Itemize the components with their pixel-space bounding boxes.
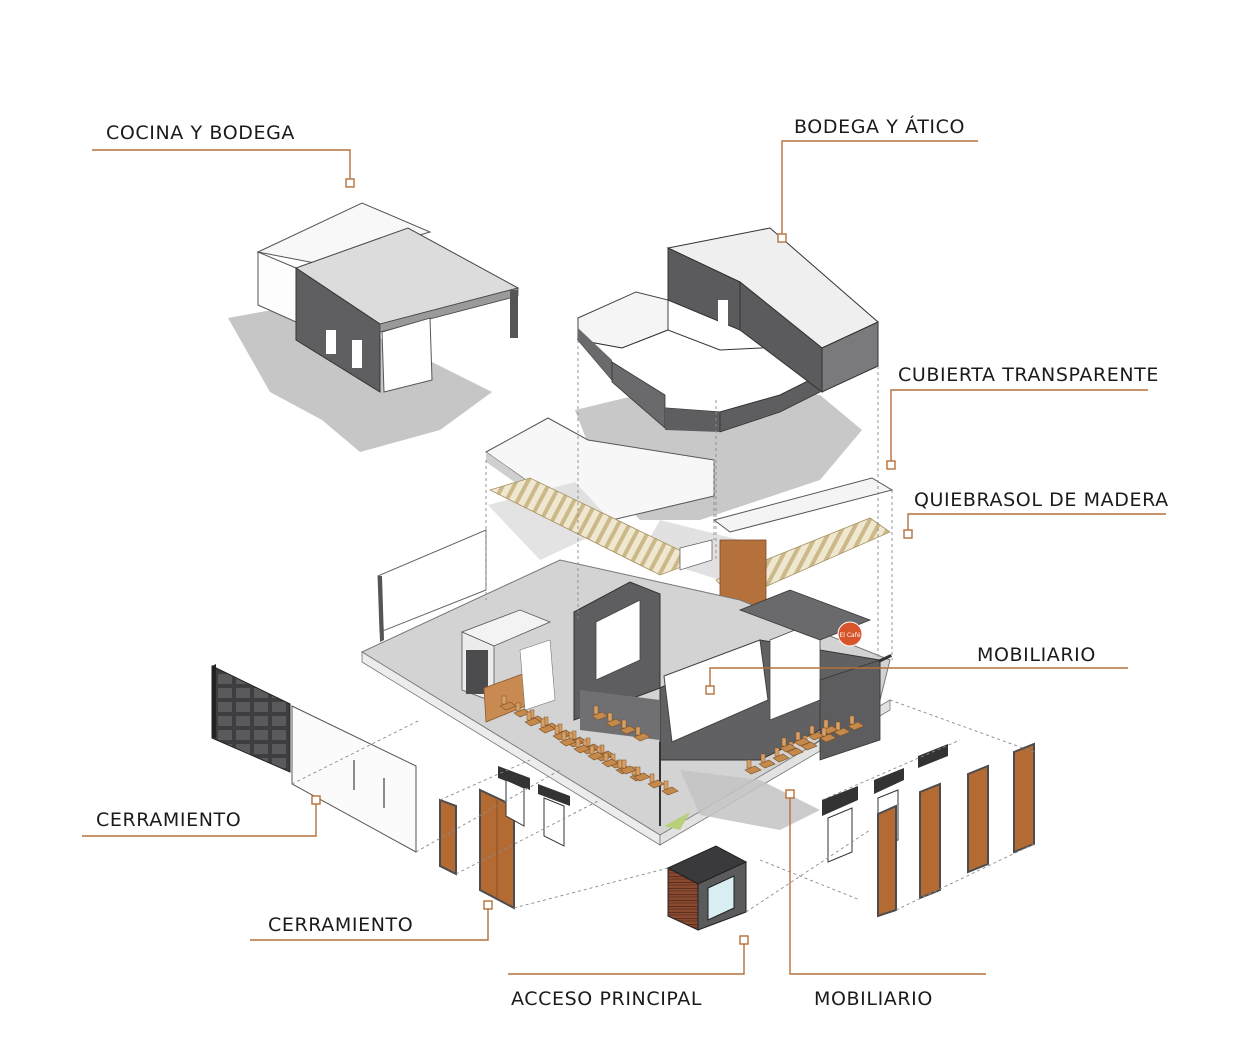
- chair-mark: [561, 731, 567, 741]
- chair-mark: [781, 737, 787, 747]
- table-mark: [793, 737, 811, 747]
- cerramiento-left-panels: [211, 664, 417, 853]
- chair-mark: [760, 753, 766, 763]
- chair-mark: [823, 719, 829, 729]
- cerramiento-doors-right: [822, 742, 1035, 918]
- chair-mark: [835, 721, 841, 731]
- chair-mark: [554, 725, 560, 735]
- table-mark: [833, 727, 851, 737]
- table-mark: [744, 765, 762, 775]
- cafe-logo-text: El Café: [839, 632, 860, 639]
- chair-mark: [575, 738, 581, 748]
- table-mark: [772, 753, 790, 763]
- chair-mark: [621, 719, 627, 729]
- label-cubierta-transparente: CUBIERTA TRANSPARENTE: [898, 364, 1159, 386]
- chair-mark: [621, 759, 627, 769]
- chair-mark: [663, 780, 669, 790]
- cerramiento-doors-left: [439, 766, 570, 910]
- ground-shadow: [680, 770, 820, 830]
- furniture-tables: [499, 695, 865, 796]
- leader-lines: [82, 140, 1166, 975]
- chair-mark: [774, 747, 780, 757]
- chair-mark: [795, 731, 801, 741]
- table-mark: [800, 741, 818, 751]
- label-bodega-atico: BODEGA Y ÁTICO: [794, 116, 966, 138]
- label-cerramiento-center: CERRAMIENTO: [268, 914, 414, 936]
- table-mark: [661, 786, 679, 796]
- label-cocina-bodega: COCINA Y BODEGA: [106, 122, 295, 144]
- chair-mark: [607, 712, 613, 722]
- white-panel: [663, 639, 769, 743]
- acceso-principal-block: [666, 845, 748, 931]
- label-quiebrasol-de-madera: QUIEBRASOL DE MADERA: [914, 489, 1169, 511]
- chair-mark: [649, 773, 655, 783]
- table-mark: [786, 747, 804, 757]
- chair-mark: [821, 727, 827, 737]
- chair-mark: [603, 752, 609, 762]
- table-mark: [633, 732, 651, 742]
- table-mark: [779, 743, 797, 753]
- table-mark: [819, 733, 837, 743]
- chair-mark: [593, 705, 599, 715]
- chair-mark: [589, 745, 595, 755]
- table-mark: [847, 721, 865, 731]
- chair-mark: [515, 702, 521, 712]
- chair-mark: [526, 711, 532, 721]
- label-mobiliario-bottom: MOBILIARIO: [814, 988, 933, 1010]
- label-mobiliario-right: MOBILIARIO: [977, 644, 1096, 666]
- leader-endpoints: [311, 178, 913, 945]
- ground-floor: El Café: [360, 529, 892, 846]
- projection-lines: [291, 340, 1035, 913]
- label-cerramiento-left: CERRAMIENTO: [96, 809, 242, 831]
- chair-mark: [617, 759, 623, 769]
- chair-mark: [809, 725, 815, 735]
- cafe-logo: [837, 621, 863, 647]
- table-mark: [758, 759, 776, 769]
- label-acceso-principal: ACCESO PRINCIPAL: [511, 988, 703, 1010]
- chair-mark: [540, 718, 546, 728]
- grid-panel: [211, 665, 291, 773]
- chair-mark: [635, 726, 641, 736]
- chair-mark: [635, 766, 641, 776]
- chair-mark: [746, 759, 752, 769]
- cocina-bodega-block: [228, 202, 520, 452]
- chair-mark: [849, 715, 855, 725]
- chair-mark: [501, 695, 507, 705]
